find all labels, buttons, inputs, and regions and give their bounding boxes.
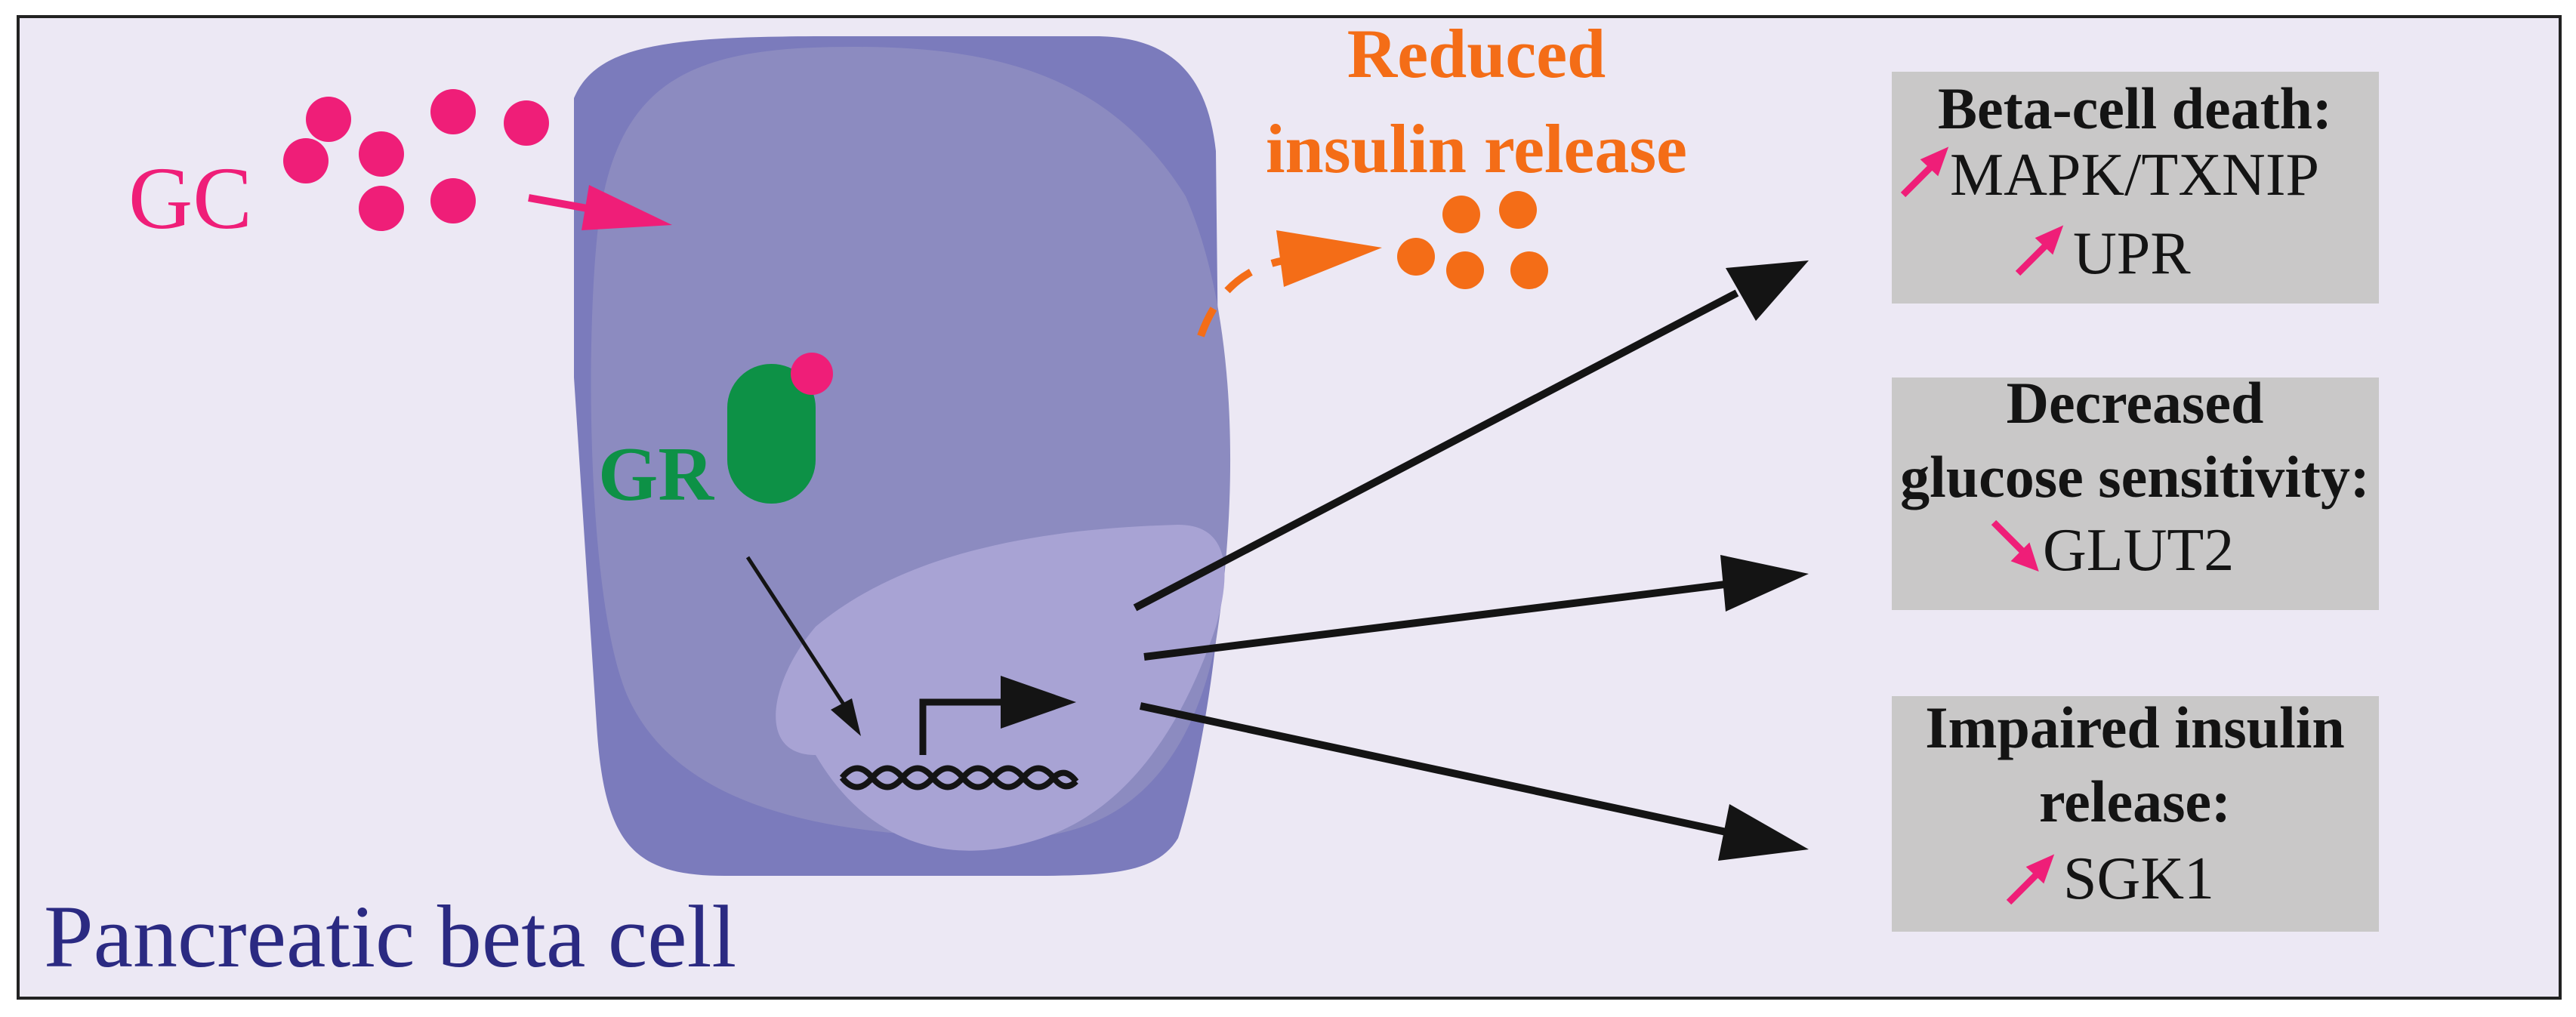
effect-arrow-glucose (1143, 555, 1809, 661)
gc-bound-dot (791, 353, 833, 395)
marker-label: GLUT2 (2043, 517, 2234, 584)
gc-dot (359, 186, 404, 231)
effect-title: Decreased (2007, 370, 2264, 436)
gc-dot (430, 178, 476, 223)
effect-title: release: (2039, 769, 2231, 834)
reduced-release-line1: Reduced (1347, 15, 1606, 92)
up-arrow-icon (2015, 225, 2064, 276)
effect-box-death: Beta-cell death: MAPK/TXNIP UPR (1892, 72, 2379, 304)
gr-receptor (727, 364, 816, 504)
gc-dot (504, 100, 549, 146)
gc-dot (359, 131, 404, 177)
gc-dot (283, 138, 329, 183)
reduced-release-line2: insulin release (1266, 110, 1687, 187)
insulin-dot (1442, 196, 1480, 233)
up-arrow-icon (1900, 146, 1949, 198)
up-arrow-icon (2006, 854, 2055, 905)
insulin-dot (1510, 251, 1548, 289)
gc-entry-arrow (528, 185, 672, 230)
gr-label: GR (598, 432, 714, 517)
gc-dot (430, 89, 476, 134)
insulin-dot (1397, 238, 1435, 276)
insulin-granules (1397, 191, 1548, 289)
gc-label: GC (128, 149, 252, 248)
effect-title: Impaired insulin (1925, 695, 2345, 760)
gc-dot (306, 97, 351, 142)
effect-arrow-death (1133, 260, 1809, 612)
marker-label: SGK1 (2063, 846, 2214, 912)
effect-arrow-insulin (1139, 702, 1809, 861)
insulin-release-arrow (1197, 230, 1382, 337)
cell-label: Pancreatic beta cell (44, 887, 736, 986)
down-arrow-icon (1991, 519, 2039, 572)
effect-title: Beta-cell death: (1938, 76, 2332, 141)
insulin-dot (1446, 251, 1484, 289)
marker-label: MAPK/TXNIP (1950, 142, 2319, 208)
effect-box-glucose: Decreased glucose sensitivity: GLUT2 (1892, 370, 2379, 610)
marker-label: UPR (2073, 220, 2191, 287)
effect-title: glucose sensitivity: (1900, 444, 2370, 510)
insulin-dot (1499, 191, 1537, 229)
effect-box-insulin: Impaired insulin release: SGK1 (1892, 695, 2379, 932)
promoter-arrow (919, 676, 1076, 755)
dna-strand (839, 765, 1079, 790)
gr-to-dna-arrow (745, 556, 861, 736)
gc-molecules (283, 89, 549, 231)
